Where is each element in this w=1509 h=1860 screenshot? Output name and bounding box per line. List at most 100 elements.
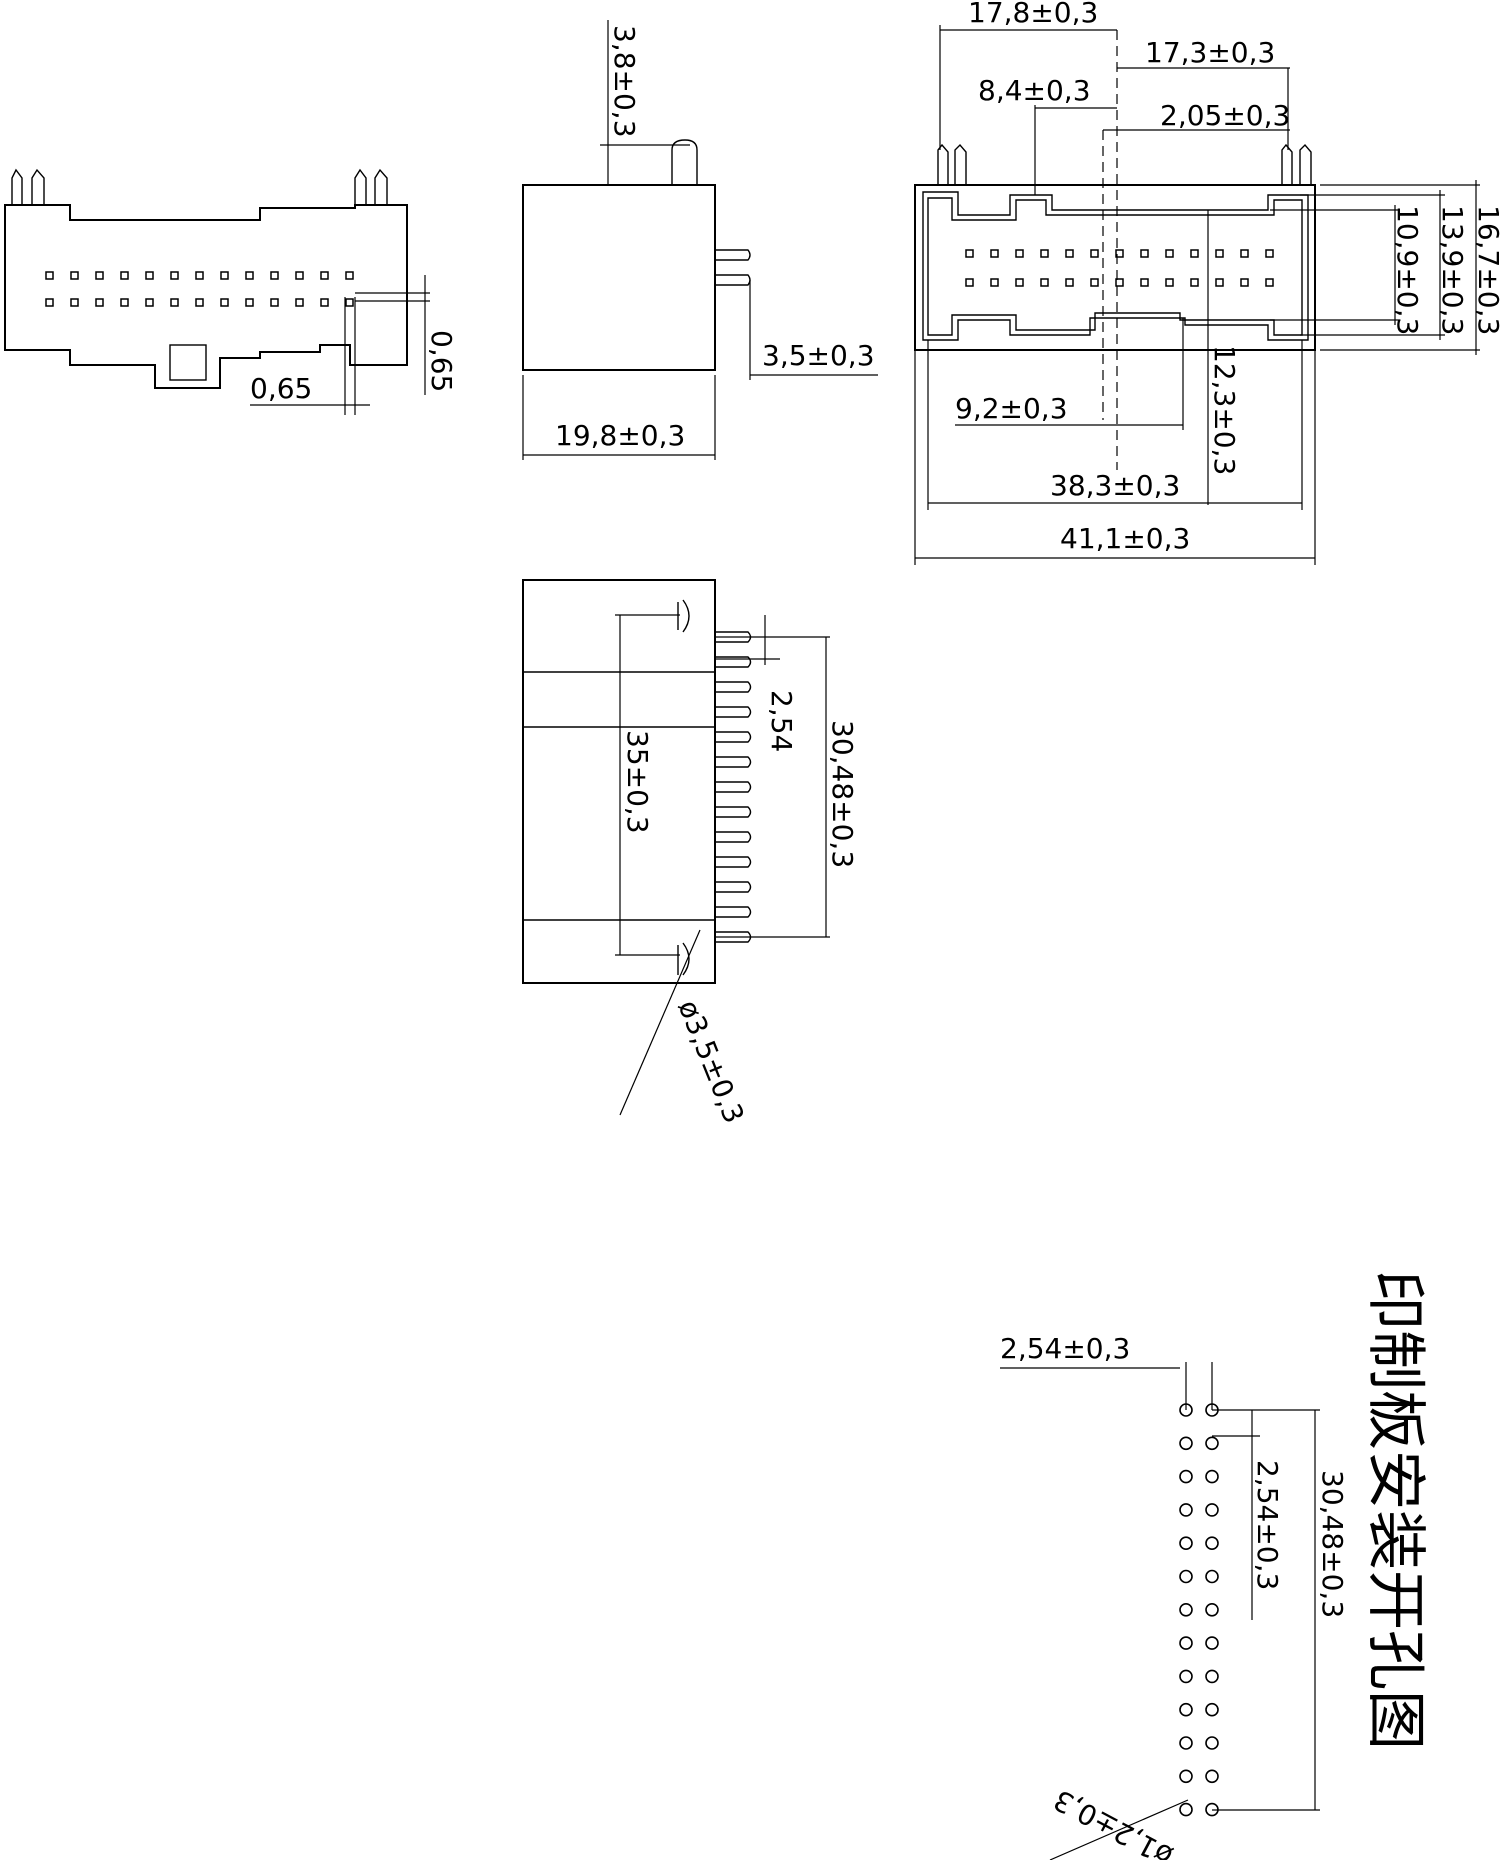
top-pin: [1090, 278, 1099, 287]
pcb-hole: [1205, 1769, 1219, 1784]
top-pin: [1215, 249, 1224, 258]
front-pin: [220, 271, 229, 280]
pcb-hole: [1179, 1636, 1193, 1650]
pcb-pitch-y: 2,54±0,3: [1251, 1460, 1284, 1590]
front-pin: [170, 271, 179, 280]
front-pin: [45, 298, 54, 307]
front-pin: [95, 298, 104, 307]
top-pin: [1190, 249, 1199, 258]
pcb-hole: [1205, 1636, 1219, 1650]
bottom-pin: [715, 856, 752, 868]
top-pin: [1265, 249, 1274, 258]
front-pin: [320, 271, 329, 280]
bottom-pin: [715, 756, 752, 768]
top-pin: [1015, 278, 1024, 287]
pcb-hole: [1179, 1503, 1193, 1517]
front-pin: [70, 298, 79, 307]
front-pin: [195, 271, 204, 280]
pcb-hole: [1205, 1503, 1219, 1517]
pcb-view: 印制板安装开孔图 2,54±0,3 30,48±0,3 2,54±0,3 ø1,…: [1000, 1270, 1430, 1860]
top-pin: [1240, 249, 1249, 258]
top-pin: [1165, 249, 1174, 258]
top-pin: [1140, 278, 1149, 287]
front-pin: [320, 298, 329, 307]
top-pin: [965, 278, 974, 287]
bottom-view: 35±0,3 30,48±0,3 2,54 ø3,5±0,3: [522, 579, 859, 1128]
top-pin-grid: [965, 249, 1274, 287]
top-d8: 9,2±0,3: [955, 392, 1068, 425]
top-d1: 17,8±0,3: [968, 0, 1098, 29]
pcb-hole: [1179, 1802, 1193, 1817]
top-pin: [1115, 249, 1124, 258]
top-pin: [1090, 249, 1099, 258]
top-d7: 16,7±0,3: [1472, 205, 1505, 335]
pcb-hole: [1205, 1569, 1219, 1584]
front-pin: [295, 271, 304, 280]
top-pin: [1115, 278, 1124, 287]
top-pin: [1265, 278, 1274, 287]
pcb-hole: [1205, 1603, 1219, 1617]
pcb-hole: [1205, 1702, 1219, 1717]
bottom-pin-row: [715, 631, 752, 943]
bottom-span: 30,48±0,3: [826, 720, 859, 868]
pcb-hole-grid: [1179, 1403, 1219, 1817]
pcb-hole: [1205, 1469, 1219, 1484]
front-pin: [95, 271, 104, 280]
bottom-pin: [715, 656, 752, 668]
bottom-pin: [715, 781, 752, 793]
pcb-hole: [1205, 1669, 1219, 1684]
bottom-pin: [715, 706, 752, 718]
top-view: 17,8±0,3 17,3±0,3 8,4±0,3 2,05±0,3 10,9±…: [914, 0, 1505, 565]
top-d5: 10,9±0,3: [1391, 205, 1424, 335]
pcb-hole: ø1,2±0,3: [1048, 1783, 1178, 1860]
front-pin: [345, 271, 354, 280]
front-pin: [145, 271, 154, 280]
bottom-pin: [715, 731, 752, 743]
top-d6: 13,9±0,3: [1436, 205, 1469, 335]
front-pin: [345, 298, 354, 307]
bottom-length: 35±0,3: [621, 730, 654, 834]
top-pin: [1040, 249, 1049, 258]
top-pin: [990, 249, 999, 258]
front-pin: [220, 298, 229, 307]
front-view: 0,65 0,65: [4, 168, 458, 415]
front-pin: [170, 298, 179, 307]
front-pin: [70, 271, 79, 280]
pcb-hole: [1179, 1436, 1193, 1451]
bottom-pin: [715, 906, 752, 918]
pcb-pitch-x: 2,54±0,3: [1000, 1332, 1130, 1365]
top-pin: [965, 249, 974, 258]
bottom-pin: [715, 806, 752, 818]
top-d3: 8,4±0,3: [978, 74, 1091, 107]
pcb-title: 印制板安装开孔图: [1360, 1270, 1430, 1750]
side-pin-length: 3,5±0,3: [762, 339, 875, 372]
top-pin: [1190, 278, 1199, 287]
front-pitch-v: 0,65: [425, 330, 458, 392]
bottom-pin: [715, 681, 752, 693]
pcb-hole: [1179, 1769, 1193, 1784]
front-pin: [145, 298, 154, 307]
top-pin: [1215, 278, 1224, 287]
front-pin: [45, 271, 54, 280]
pcb-hole: [1179, 1669, 1193, 1684]
pcb-hole: [1205, 1736, 1219, 1750]
top-d11: 41,1±0,3: [1060, 522, 1190, 555]
front-pin: [270, 271, 279, 280]
front-pin: [245, 298, 254, 307]
pcb-hole: [1179, 1603, 1193, 1617]
pcb-span: 30,48±0,3: [1316, 1470, 1349, 1618]
top-d4: 2,05±0,3: [1160, 99, 1290, 132]
top-pin: [1140, 249, 1149, 258]
pcb-hole: [1205, 1436, 1219, 1451]
top-pin: [990, 278, 999, 287]
bottom-hole: ø3,5±0,3: [672, 995, 751, 1128]
pcb-hole: [1179, 1702, 1193, 1717]
pcb-hole: [1179, 1569, 1193, 1584]
bottom-pin: [715, 831, 752, 843]
top-pin: [1015, 249, 1024, 258]
front-pin: [245, 271, 254, 280]
side-top-pin: 3,8±0,3: [608, 25, 641, 138]
front-pin: [295, 298, 304, 307]
front-pin: [120, 298, 129, 307]
